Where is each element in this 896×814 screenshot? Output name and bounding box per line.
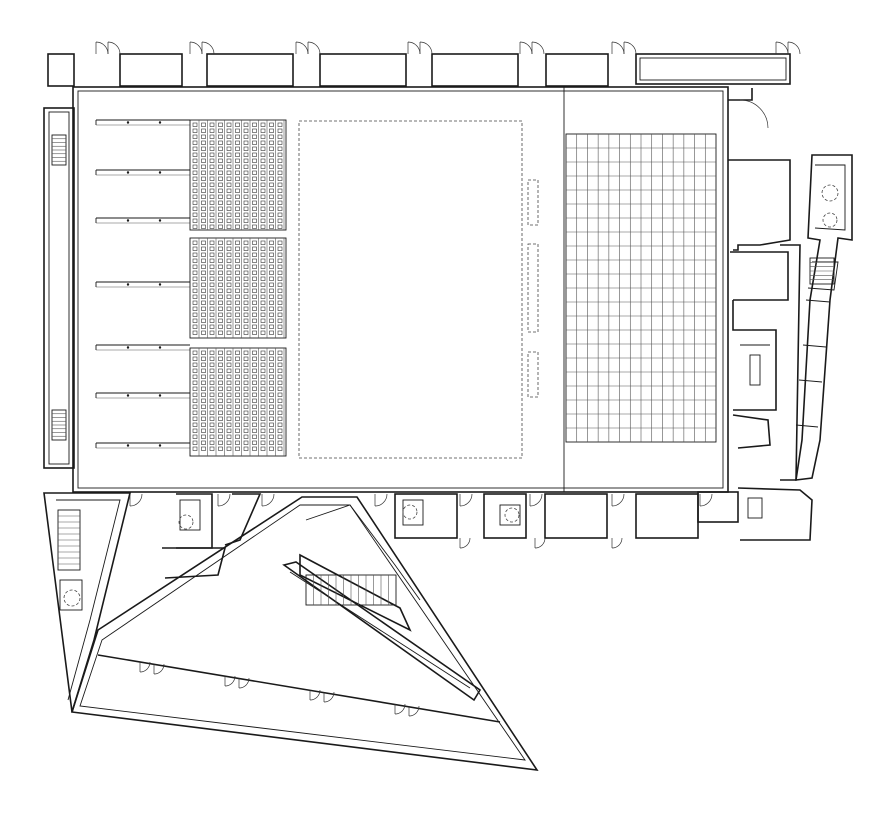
main-hall [43, 86, 729, 493]
stair-icon [305, 574, 397, 606]
door-swing-icon [129, 493, 713, 549]
right-wing [728, 88, 853, 481]
stair-icon [57, 509, 81, 571]
bottom-rooms [162, 487, 813, 579]
left-wedge [43, 492, 132, 713]
riser-rows [95, 119, 190, 449]
stair-icon [51, 134, 67, 166]
elevator-icon [178, 504, 520, 530]
stair-icon [51, 409, 67, 441]
sport-field [298, 120, 539, 459]
door-swing-icon [139, 661, 420, 717]
retractable-seating-grid [565, 133, 717, 443]
door-swing-icon [95, 41, 801, 55]
seating-blocks [189, 119, 287, 457]
foyer-triangle [70, 496, 539, 772]
top-rooms [47, 53, 791, 87]
stair-icon [809, 257, 835, 285]
